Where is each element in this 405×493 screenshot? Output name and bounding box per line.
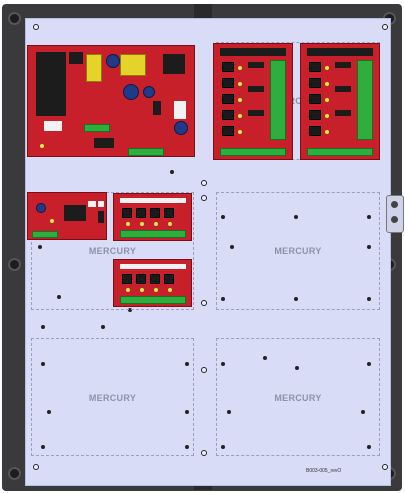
zone-middle-left: MERCURY [31, 192, 194, 310]
standoff [201, 180, 207, 186]
screw [185, 362, 189, 366]
standoff [201, 367, 207, 373]
zone-middle-right: MERCURY [216, 192, 380, 310]
controller-board [27, 192, 107, 240]
screw [57, 295, 61, 299]
relay-board-2 [300, 43, 380, 160]
screw [294, 215, 298, 219]
standoff [201, 300, 207, 306]
zone-label: MERCURY [88, 393, 137, 403]
screw [41, 362, 45, 366]
standoff [201, 195, 207, 201]
screw [295, 366, 299, 370]
mount-hole-mid-left [8, 258, 21, 271]
screw [185, 445, 189, 449]
screw [185, 410, 189, 414]
screw [41, 445, 45, 449]
screw [367, 297, 371, 301]
part-number: B003-005_revO [306, 468, 342, 474]
screw [41, 325, 45, 329]
screw [367, 362, 371, 366]
mount-hole-bottom-left [8, 467, 21, 480]
screw [361, 410, 365, 414]
screw [47, 410, 51, 414]
screw [230, 245, 234, 249]
distribution-board-1 [113, 193, 192, 241]
screw [128, 308, 132, 312]
screw [38, 245, 42, 249]
side-latch [386, 195, 404, 233]
zone-label: MERCURY [88, 246, 137, 256]
standoff [201, 450, 207, 456]
zone-label: MERCURY [274, 246, 322, 256]
screw [227, 410, 231, 414]
distribution-board-2 [113, 259, 192, 307]
standoff [33, 24, 39, 30]
screw [221, 445, 225, 449]
screw [367, 445, 371, 449]
screw [367, 215, 371, 219]
screw [101, 325, 105, 329]
standoff [33, 464, 39, 470]
screw [294, 297, 298, 301]
zone-bottom-right: MERCURY [216, 338, 380, 456]
mount-hole-top-left [8, 12, 21, 25]
zone-label: MERCURY [274, 96, 322, 106]
screw [221, 362, 225, 366]
screw [367, 245, 371, 249]
screw [170, 170, 174, 174]
screw [221, 215, 225, 219]
zone-label: MERCURY [274, 393, 322, 403]
screw [263, 356, 267, 360]
standoff [382, 24, 388, 30]
screw [221, 297, 225, 301]
zone-bottom-left: MERCURY [31, 338, 194, 456]
relay-board-1 [213, 43, 293, 160]
standoff [382, 464, 388, 470]
power-supply-board [27, 45, 195, 157]
